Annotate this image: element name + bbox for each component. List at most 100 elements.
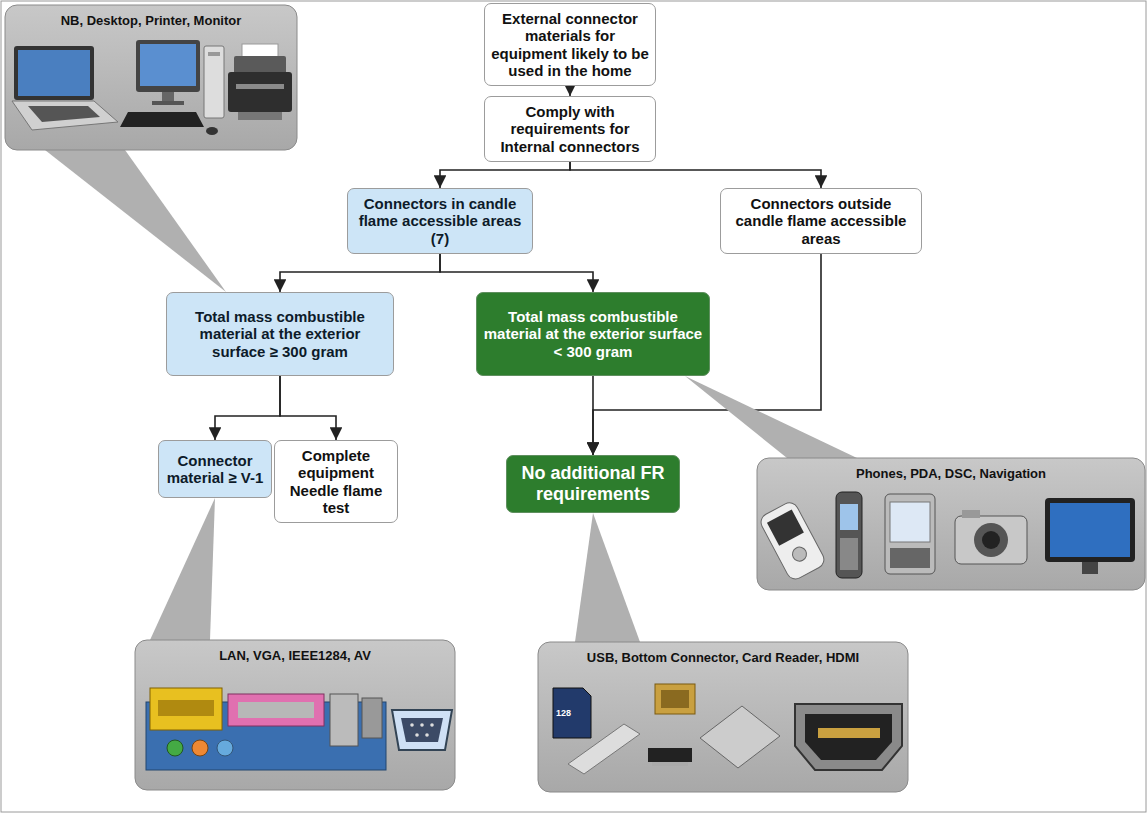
hdmi-port-icon (805, 714, 892, 760)
laptop-icon (12, 101, 118, 130)
mobile-phone-icon (836, 492, 862, 578)
card-socket-icon (700, 706, 780, 768)
camera-icon (974, 523, 1008, 557)
callout-title: NB, Desktop, Printer, Monitor (61, 14, 242, 29)
mobile-phone-icon (840, 538, 858, 570)
pda-icon (885, 494, 935, 574)
process-box: External connector materials for equipme… (484, 3, 656, 86)
pda-icon (890, 502, 930, 542)
flow-arrow (280, 376, 336, 440)
port-panel-icon (158, 700, 214, 716)
card-capacity-label: 128 (556, 709, 571, 718)
result-box: No additional FR requirements (506, 455, 680, 513)
camera-icon (955, 516, 1027, 564)
flow-arrow (440, 162, 570, 188)
callout-title: USB, Bottom Connector, Card Reader, HDMI (587, 651, 859, 666)
box-text: Complete equipment Needle flame test (281, 447, 391, 516)
process-box: Comply with requirements for Internal co… (484, 96, 656, 162)
callout-panel (757, 458, 1145, 590)
port-panel-icon (150, 688, 222, 730)
camera-icon (982, 531, 1000, 549)
memory-card-icon (553, 688, 591, 738)
box-text: Comply with requirements for Internal co… (491, 103, 649, 155)
navigation-icon (1050, 503, 1130, 557)
port-panel-icon (167, 740, 183, 756)
bottom-connector-icon (648, 748, 692, 762)
box-text: Total mass combustible material at the e… (173, 308, 387, 360)
desktop-icon (162, 92, 174, 101)
memory-card-icon (553, 688, 591, 738)
callout-pointer (685, 376, 857, 458)
bottom-connector-icon (648, 748, 692, 766)
flow-arrow (570, 162, 821, 188)
vga-connector-icon (392, 710, 452, 750)
callout-title: Phones, PDA, DSC, Navigation (856, 467, 1046, 482)
port-panel-icon (330, 694, 358, 746)
vga-connector-icon (401, 718, 443, 742)
pda-icon (885, 494, 935, 574)
hdmi-port-icon (795, 704, 902, 770)
desktop-icon (206, 127, 218, 135)
printer-icon (228, 72, 292, 112)
requirement-box: Complete equipment Needle flame test (274, 440, 398, 523)
desktop-icon (120, 112, 204, 127)
laptop-icon (12, 46, 118, 130)
requirement-box: Connector material ≥ V-1 (158, 440, 272, 498)
card-socket-icon (568, 724, 640, 774)
pda-icon (890, 548, 930, 568)
callout-panel (538, 642, 908, 792)
camera-icon (962, 510, 980, 518)
navigation-icon (1045, 498, 1135, 562)
vga-connector-icon (420, 723, 424, 727)
slider-phone-icon (758, 500, 827, 582)
navigation-icon (1045, 498, 1135, 574)
vga-connector-icon (392, 710, 452, 750)
vga-connector-icon (425, 733, 429, 737)
mobile-phone-icon (836, 492, 862, 578)
flow-arrow (440, 254, 593, 292)
slider-phone-icon (758, 500, 827, 582)
callout-pointer (150, 498, 215, 640)
decision-box: Connectors outside candle flame accessib… (720, 188, 922, 254)
condition-box: Total mass combustible material at the e… (476, 292, 710, 376)
laptop-icon (14, 46, 94, 100)
card-socket-icon (568, 706, 780, 774)
port-panel-icon (217, 740, 233, 756)
card-connector-icon (655, 684, 695, 714)
flow-arrow (215, 376, 280, 440)
port-panel-icon (192, 740, 208, 756)
printer-icon (234, 56, 286, 74)
example-callout: NB, Desktop, Printer, Monitor (5, 5, 297, 150)
port-panel-icon (228, 694, 324, 726)
camera-icon (955, 510, 1027, 564)
flow-arrow (280, 254, 440, 292)
desktop-icon (136, 40, 200, 92)
desktop-icon (208, 52, 220, 56)
vga-connector-icon (415, 733, 419, 737)
mobile-phone-icon (840, 504, 858, 530)
vga-connector-icon (410, 723, 414, 727)
decision-box: Connectors in candle flame accessible ar… (347, 188, 533, 254)
laptop-icon (28, 106, 100, 122)
laptop-icon (18, 50, 90, 96)
example-callout: USB, Bottom Connector, Card Reader, HDMI (538, 642, 908, 792)
bottom-connector-icon (652, 762, 688, 766)
callout-title: LAN, VGA, IEEE1284, AV (219, 649, 371, 664)
box-text: No additional FR requirements (513, 463, 673, 504)
box-text: Connectors in candle flame accessible ar… (354, 195, 526, 247)
hdmi-port-icon (795, 704, 902, 770)
slider-phone-icon (790, 545, 809, 564)
box-text: Connector material ≥ V-1 (165, 452, 265, 487)
example-callout: Phones, PDA, DSC, Navigation (757, 458, 1145, 590)
navigation-icon (1082, 562, 1098, 574)
vga-connector-icon (430, 723, 434, 727)
slider-phone-icon (767, 510, 804, 546)
card-connector-icon (661, 690, 689, 708)
example-callout: LAN, VGA, IEEE1284, AV (135, 640, 455, 790)
callout-pointer (575, 513, 640, 642)
port-panel-icon (362, 698, 382, 738)
desktop-icon (140, 44, 196, 86)
callout-panel (5, 5, 297, 150)
